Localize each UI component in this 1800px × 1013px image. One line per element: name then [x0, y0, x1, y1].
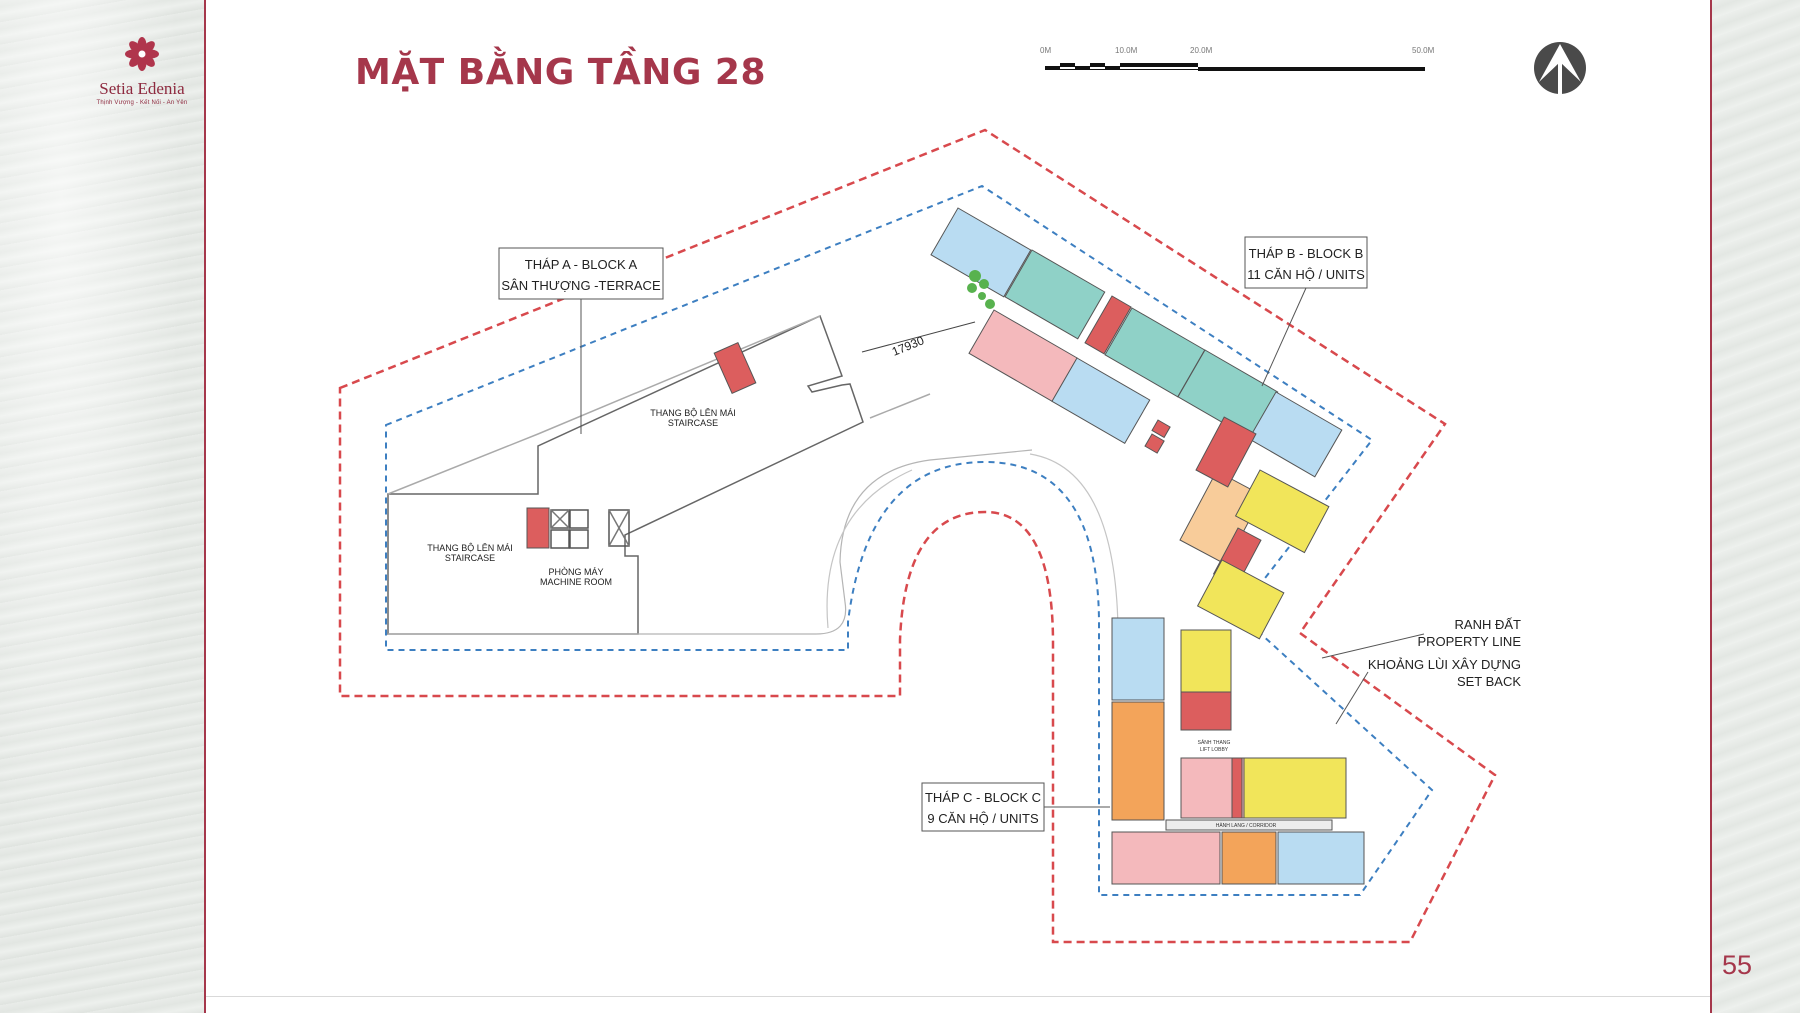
brand-name: Setia Edenia	[99, 79, 185, 98]
callout-block-a-line1: THÁP A - BLOCK A	[525, 257, 638, 272]
legend-property-line-2: PROPERTY LINE	[1417, 634, 1521, 649]
legend: RANH ĐẤT PROPERTY LINE KHOẢNG LÙI XÂY DỰ…	[1321, 617, 1522, 725]
page-title: MẶT BẰNG TẦNG 28	[355, 52, 767, 93]
footer-divider	[206, 996, 1710, 997]
machine-room-line1: PHÒNG MÁY	[548, 567, 603, 577]
scale-bar-segments	[1045, 63, 1425, 71]
block-b-units	[930, 207, 1343, 640]
callout-block-c-line2: 9 CĂN HỘ / UNITS	[927, 811, 1039, 826]
callout-block-a-line2: SÂN THƯỢNG -TERRACE	[501, 278, 661, 293]
background-photo-left	[0, 0, 204, 1013]
callout-block-b-line1: THÁP B - BLOCK B	[1249, 246, 1364, 261]
flower-logo-icon	[125, 37, 159, 71]
trees	[967, 270, 995, 309]
dimension-label: 17930	[890, 333, 926, 359]
scale-label-0: 0M	[1040, 46, 1051, 55]
brand-tagline: Thịnh Vượng - Kết Nối - An Yên	[96, 100, 188, 106]
legend-setback-2: SET BACK	[1457, 674, 1521, 689]
lift-lobby-c-line1: SẢNH THANG	[1198, 739, 1231, 746]
north-arrow-icon	[1534, 42, 1586, 94]
legend-setback-1: KHOẢNG LÙI XÂY DỰNG	[1368, 657, 1521, 672]
callout-block-c-line1: THÁP C - BLOCK C	[925, 790, 1041, 805]
floor-plan: THÁP A - BLOCK A SÂN THƯỢNG -TERRACE THÁ…	[338, 128, 1522, 944]
staircase-lower-line2: STAIRCASE	[445, 553, 495, 563]
dimension-line	[861, 321, 976, 353]
scale-label-20: 20.0M	[1190, 46, 1213, 55]
corridor-c-label: HÀNH LANG / CORRIDOR	[1216, 822, 1277, 829]
background-photo-right	[1712, 0, 1800, 1013]
callout-block-a: THÁP A - BLOCK A SÂN THƯỢNG -TERRACE	[498, 247, 664, 434]
staircase-upper-line1: THANG BỘ LÊN MÁI	[650, 408, 736, 418]
staircase-upper-line2: STAIRCASE	[668, 418, 718, 428]
scale-label-50: 50.0M	[1412, 46, 1435, 55]
legend-property-line-1: RANH ĐẤT	[1455, 617, 1522, 632]
staircase-core-a	[713, 341, 757, 395]
scale-label-10: 10.0M	[1115, 46, 1138, 55]
block-c-units	[1111, 617, 1365, 885]
callout-block-b-line2: 11 CĂN HỘ / UNITS	[1247, 267, 1365, 282]
callout-block-c: THÁP C - BLOCK C 9 CĂN HỘ / UNITS	[921, 782, 1110, 832]
callout-block-b: THÁP B - BLOCK B 11 CĂN HỘ / UNITS	[1244, 236, 1368, 387]
setback-line	[385, 184, 1434, 896]
property-line	[338, 128, 1497, 944]
page-number: 55	[1722, 950, 1753, 980]
machine-room-line2: MACHINE ROOM	[540, 577, 612, 587]
lift-lobby-c-line2: LIFT LOBBY	[1200, 747, 1229, 753]
staircase-lower-line1: THANG BỘ LÊN MÁI	[427, 543, 513, 553]
brand-logo: Setia Edenia Thịnh Vượng - Kết Nối - An …	[84, 36, 200, 106]
scale-bar: 0M 10.0M 20.0M 50.0M	[1040, 46, 1435, 71]
